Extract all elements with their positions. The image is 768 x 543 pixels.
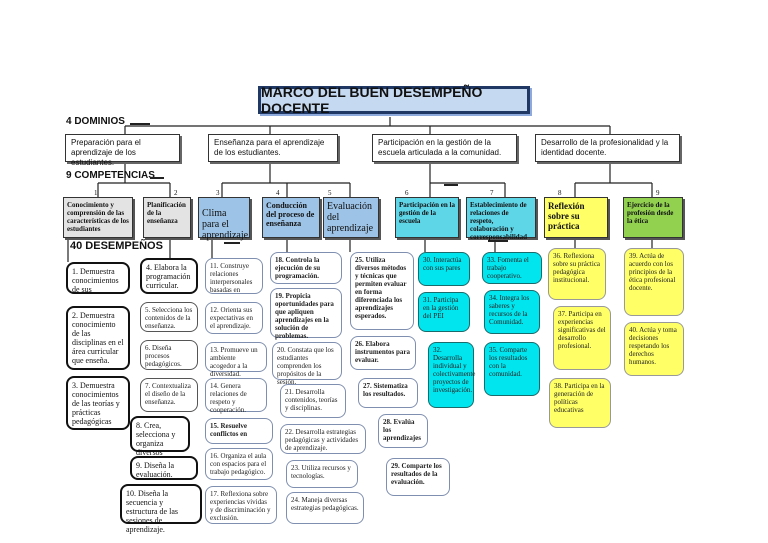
desempeno-7: 7. Contextualiza el diseño de la enseñan… xyxy=(140,378,198,412)
desempeno-38: 38. Participa en la generación de políti… xyxy=(549,378,611,428)
desempeno-40: 40. Actúa y toma decisiones respetando l… xyxy=(624,322,684,376)
desempeno-33: 33. Fomenta el trabajo cooperativo. xyxy=(482,252,542,284)
dominios-label: 4 DOMINIOS xyxy=(66,116,125,127)
competencia-6-box: Participación en la gestión de la escuel… xyxy=(395,197,459,238)
desempeno-31: 31. Participa en la gestión del PEI xyxy=(418,292,470,332)
desempeno-14: 14. Genera relaciones de respeto y coope… xyxy=(205,378,267,414)
dominio-3-box: Participación en la gestión de la escuel… xyxy=(372,134,517,162)
competencia-8-number: 8 xyxy=(558,189,562,197)
desempeno-19: 19. Propicia oportunidades para que apli… xyxy=(270,288,342,340)
dominio-1-box: Preparación para el aprendizaje de los e… xyxy=(65,134,180,167)
desempeno-15: 15. Resuelve conflictos en xyxy=(205,418,273,444)
desempeno-21: 21. Desarrolla contenidos, teorías y dis… xyxy=(280,384,346,418)
desempeno-30: 30. Interactúa con sus pares xyxy=(418,252,470,286)
dominios-dash-3 xyxy=(444,184,458,186)
desempeno-8: 8. Crea, selecciona y organiza diversos xyxy=(130,416,190,457)
page-title: MARCO DEL BUEN DESEMPEÑO DOCENTE xyxy=(258,84,530,116)
desempeno-9: 9. Diseña la evaluación. xyxy=(130,456,198,480)
desempeno-24: 24. Maneja diversas estrategias pedagógi… xyxy=(286,492,364,524)
competencia-1-number: 1 xyxy=(94,189,98,197)
desempeno-35: 35. Comparte los resultados con la comun… xyxy=(484,342,540,396)
competencia-9-box: Ejercicio de la profesión desde la ética xyxy=(623,197,683,238)
desempeno-20: 20. Constata que los estudiantes compren… xyxy=(272,342,342,386)
competencias-label: 9 COMPETENCIAS xyxy=(66,170,155,181)
competencia-2-box: Planificación de la enseñanza xyxy=(143,197,191,238)
desempeno-6: 6. Diseña procesos pedagógicos. xyxy=(140,340,198,370)
desempeno-13: 13. Promueve un ambiente acogedor a la d… xyxy=(205,342,267,378)
competencia-3-box: Clima para el aprendizaje xyxy=(198,197,250,241)
desempeno-25: 25. Utiliza diversos métodos y técnicas … xyxy=(350,252,414,330)
desempeno-32: 32. Desarrolla individual y colectivamen… xyxy=(428,342,475,408)
desempeno-17: 17. Reflexiona sobre experiencias vivida… xyxy=(205,486,277,524)
desempeno-22: 22. Desarrolla estrategias pedagógicas y… xyxy=(280,424,366,454)
desempenos-label: 40 DESEMPEÑOS xyxy=(70,240,163,252)
competencia-7-box: Establecimiento de relaciones de respeto… xyxy=(466,197,536,241)
competencia-7-number: 7 xyxy=(490,189,494,197)
desempenos-dash-2 xyxy=(224,242,240,244)
desempeno-2: 2. Demuestra conocimiento de las discipl… xyxy=(66,306,130,370)
desempeno-4: 4. Elabora la programación curricular. xyxy=(140,258,198,294)
competencia-3-number: 3 xyxy=(216,189,220,197)
competencia-9-number: 9 xyxy=(656,189,660,197)
desempeno-27: 27. Sistematiza los resultados. xyxy=(358,378,418,408)
competencia-4-number: 4 xyxy=(276,189,280,197)
desempeno-18: 18. Controla la ejecución de su programa… xyxy=(270,252,342,284)
desempeno-10: 10. Diseña la secuencia y estructura de … xyxy=(120,484,202,534)
desempeno-23: 23. Utiliza recursos y tecnologías. xyxy=(286,460,358,488)
desempeno-3: 3. Demuestra conocimientos de las teoría… xyxy=(66,376,130,430)
desempeno-12: 12. Orienta sus expectativas en el apren… xyxy=(205,302,263,334)
desempeno-39: 39. Actúa de acuerdo con los principios … xyxy=(624,248,684,316)
dominios-underline xyxy=(130,123,150,125)
competencia-8-box: Reflexión sobre su práctica xyxy=(544,197,608,238)
desempeno-16: 16. Organiza el aula con espacios para e… xyxy=(205,448,273,480)
desempeno-26: 26. Elabora instrumentos para evaluar. xyxy=(350,336,416,370)
desempeno-28: 28. Evalúa los aprendizajes xyxy=(378,414,428,448)
competencia-4-box: Conducción del proceso de enseñanza xyxy=(262,197,320,238)
competencia-2-number: 2 xyxy=(174,189,178,197)
competencia-5-box: Evaluación del aprendizaje xyxy=(323,197,379,238)
desempenos-dash-3 xyxy=(488,240,508,242)
desempeno-11: 11. Construye relaciones interpersonales… xyxy=(205,258,263,294)
desempeno-29: 29. Comparte los resultados de la evalua… xyxy=(386,458,450,496)
dominio-2-box: Enseñanza para el aprendizaje de los est… xyxy=(208,134,338,162)
competencia-6-number: 6 xyxy=(405,189,409,197)
competencia-5-number: 5 xyxy=(328,189,332,197)
desempeno-34: 34. Integra los saberes y recursos de la… xyxy=(484,290,540,334)
desempeno-1: 1. Demuestra conocimientos de sus xyxy=(66,262,130,294)
desempeno-37: 37. Participa en experiencias significat… xyxy=(553,306,611,370)
dominio-4-box: Desarrollo de la profesionalidad y la id… xyxy=(535,134,680,162)
competencia-1-box: Conocimiento y comprensión de las caract… xyxy=(63,197,133,238)
desempeno-36: 36. Reflexiona sobre su práctica pedagóg… xyxy=(548,248,606,300)
competencias-underline xyxy=(150,177,164,179)
desempeno-5: 5. Selecciona los contenidos de la enseñ… xyxy=(140,302,198,332)
